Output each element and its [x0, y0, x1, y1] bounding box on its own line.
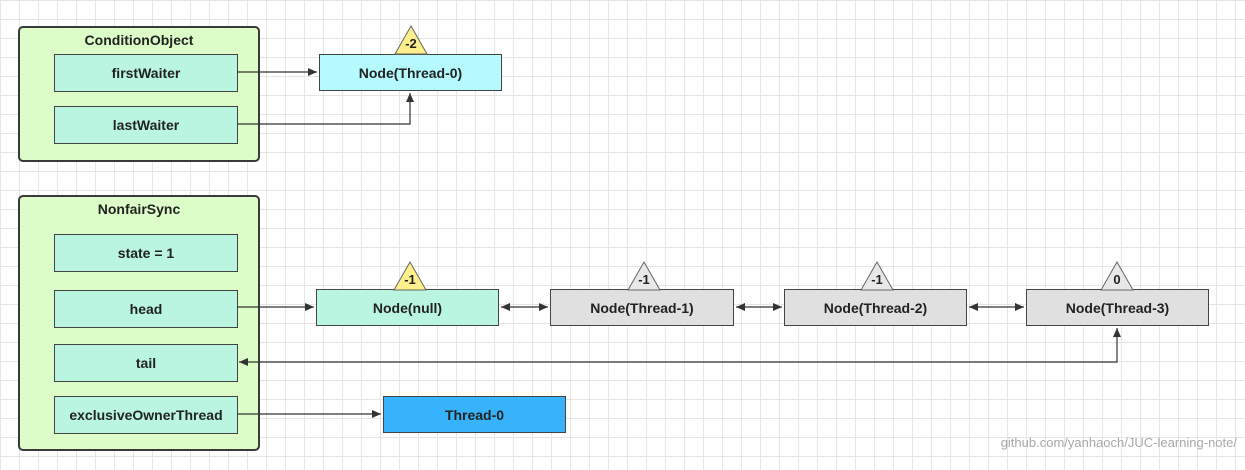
queue-node-null: Node(null): [316, 289, 499, 326]
condition-node-status-label: -2: [405, 36, 417, 51]
queue-node-thread-3: Node(Thread-3): [1026, 289, 1209, 326]
condition-node-thread-0: Node(Thread-0): [319, 54, 502, 91]
owner-thread-0: Thread-0: [383, 396, 566, 433]
queue-node-thread-1-status-triangle: -1: [627, 261, 661, 291]
last-waiter-field: lastWaiter: [54, 106, 238, 144]
first-waiter-field: firstWaiter: [54, 54, 238, 92]
head-field: head: [54, 290, 238, 328]
queue-node-null-status-label: -1: [404, 272, 416, 287]
queue-node-thread-2: Node(Thread-2): [784, 289, 967, 326]
exclusive-owner-thread-field: exclusiveOwnerThread: [54, 396, 238, 434]
tail-field: tail: [54, 344, 238, 382]
state-field: state = 1: [54, 234, 238, 272]
condition-object-box: ConditionObject firstWaiter lastWaiter: [18, 26, 260, 162]
nonfair-sync-box: NonfairSync state = 1 head tail exclusiv…: [18, 195, 260, 451]
condition-object-title: ConditionObject: [84, 32, 194, 48]
tail-arrow: [239, 328, 1121, 366]
queue-node-thread-3-status-triangle: 0: [1100, 261, 1134, 291]
queue-node-thread-1-status-label: -1: [638, 272, 650, 287]
queue-node-thread-2-status-label: -1: [871, 272, 883, 287]
condition-node-status-triangle: -2: [394, 25, 428, 55]
last-waiter-arrow: [237, 93, 414, 125]
nonfair-sync-title: NonfairSync: [97, 201, 181, 217]
queue-node-thread-3-status-label: 0: [1113, 272, 1121, 287]
queue-node-thread-1: Node(Thread-1): [550, 289, 734, 326]
queue-node-null-status-triangle: -1: [393, 261, 427, 291]
queue-node-thread-2-status-triangle: -1: [860, 261, 894, 291]
source-watermark: github.com/yanhaoch/JUC-learning-note/: [1000, 435, 1237, 450]
